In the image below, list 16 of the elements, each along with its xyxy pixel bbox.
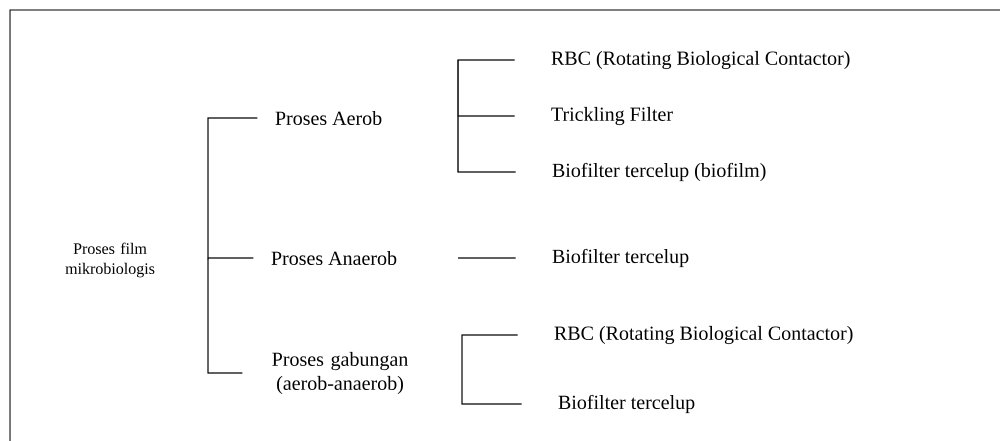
node-label: Proses film mikrobiologis [65,242,154,278]
node-label: Proses gabungan (aerob-anaerob) [272,352,408,394]
connector-line [207,260,242,374]
node-label: Biofilter tercelup [552,248,688,268]
node-label: RBC (Rotating Biological Contactor) [554,326,852,344]
node-label: Biofilter tercelup (biofilm) [552,162,766,182]
connector-line [461,334,518,373]
node-label: Proses Anaerob [272,250,396,266]
connector-line [207,257,254,260]
connector-line [207,117,258,260]
node-label: Proses Aerob [276,110,382,126]
connector-line [458,257,516,259]
node-label: RBC (Rotating Biological Contactor) [552,50,850,70]
node-label: Trickling Filter [551,106,673,126]
node-label: Biofilter tercelup [558,394,694,414]
connector-line [461,373,522,405]
